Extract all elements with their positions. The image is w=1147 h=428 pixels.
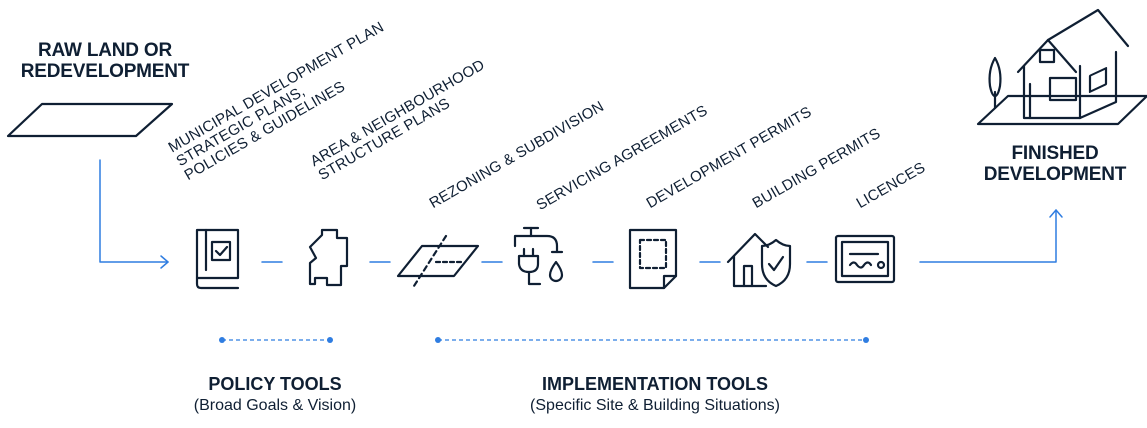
book-check-icon	[195, 228, 240, 290]
implementation-tools-subtitle: (Specific Site & Building Situations)	[530, 397, 780, 414]
raw-land-line1: RAW LAND OR	[38, 40, 172, 61]
implementation-bracket	[435, 337, 869, 343]
implementation-tools-title: IMPLEMENTATION TOOLS	[542, 374, 768, 394]
faucet-plug-icon	[513, 226, 564, 286]
parcel-split-icon	[396, 234, 480, 288]
finished-line1: FINISHED	[1011, 143, 1099, 164]
start-arrow	[99, 159, 169, 269]
raw-land-line2: REDEVELOPMENT	[20, 61, 190, 82]
site-plan-icon	[628, 228, 678, 290]
policy-tools-title: POLICY TOOLS	[208, 374, 342, 394]
policy-tools-subtitle: (Broad Goals & Vision)	[193, 397, 357, 414]
policy-bracket	[219, 337, 333, 343]
finished-line2: DEVELOPMENT	[983, 164, 1127, 185]
house-shield-icon	[726, 232, 792, 288]
certificate-icon	[834, 234, 896, 284]
map-outline-icon	[308, 228, 349, 287]
raw-land-icon	[6, 102, 174, 138]
finished-house-icon	[976, 8, 1147, 126]
end-arrow	[919, 209, 1063, 263]
policy-tools: POLICY TOOLS (Broad Goals & Vision)	[160, 374, 390, 415]
implementation-tools: IMPLEMENTATION TOOLS (Specific Site & Bu…	[470, 374, 840, 415]
finished-heading: FINISHED DEVELOPMENT	[975, 143, 1135, 185]
raw-land-heading: RAW LAND OR REDEVELOPMENT	[0, 40, 210, 82]
